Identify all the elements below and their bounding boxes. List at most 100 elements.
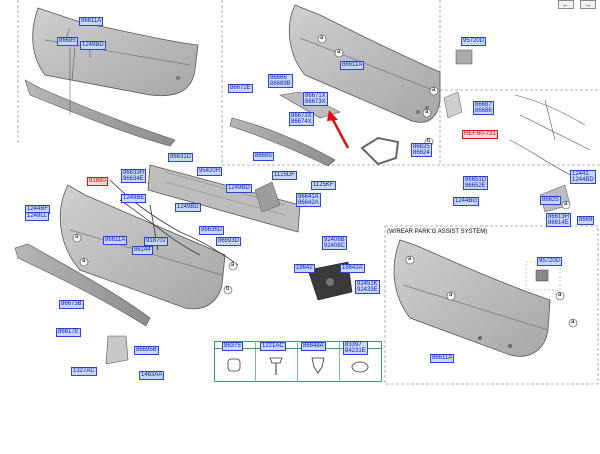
part-label[interactable]: 1244BG [453,197,480,206]
callout-letter: a [564,201,568,207]
clip-icon [311,357,325,374]
part-label[interactable]: 1125DF [272,171,297,180]
part-label[interactable]: 86636D [199,226,225,235]
part-label[interactable]: 1125KF [311,181,336,190]
skid-plate-top-right [229,117,336,167]
side-fender-sketch [509,94,591,181]
part-label-line: 83397 [345,342,362,348]
part-label-highlighted[interactable]: 91890 [87,177,108,186]
part-label[interactable]: 86144 [132,246,153,255]
part-label-line: 86673X [291,113,312,119]
legend-code[interactable]: 1221AC [260,342,286,351]
reference-label[interactable]: REF.60-731 [462,130,498,139]
part-label[interactable]: 95720D [461,37,487,46]
part-label[interactable]: 86672E [228,84,253,93]
part-label[interactable]: 1463AA [139,371,165,380]
trim-ring [360,136,400,166]
callout-letter: b [427,138,431,144]
part-label-line: 86613H [548,214,570,220]
part-label[interactable]: 86695B [134,346,159,355]
part-label[interactable]: 86611A [79,17,104,26]
part-label-line: 86666 [270,75,287,81]
part-label-line: 86633H [123,170,145,176]
part-label-line: 92451K [357,281,378,287]
legend-header-row [214,348,382,349]
part-label-line: 92433E [357,287,378,293]
bumper-lower-strip-top-left [24,79,176,147]
nav-next-button[interactable]: → [580,0,596,9]
fastener-legend [214,341,382,382]
callout-letter: a [449,292,453,298]
callout-letter: a [320,35,324,41]
bumper-cover-top-right [288,4,441,123]
legend-code[interactable]: 86375 [222,342,243,351]
part-label[interactable]: 86685 [57,37,78,46]
part-label[interactable]: 1249BD [80,41,106,50]
part-label[interactable]: 86665 [253,152,274,161]
part-label[interactable]: 86593D [216,237,242,246]
subsystem-title: (W/REAR PARK'G ASSIST SYSTEM) [387,229,488,235]
part-label[interactable]: 86617E [56,328,81,337]
part-label[interactable]: 1249LL [25,212,50,221]
legend-cell [298,341,340,382]
callout-letter: a [432,87,436,93]
part-label-line: 86652E [465,183,486,189]
part-label-line: 86689B [270,81,291,87]
part-label[interactable]: 1249BD [175,203,201,212]
part-label[interactable]: 86625 [540,196,561,205]
bumper-cover-park-assist [393,239,551,357]
part-label-line: 86674X [291,119,312,125]
screw-icon [269,357,283,375]
legend-icons [227,357,369,375]
part-label-line: 86634E [123,176,144,182]
bumper-cover-top-left [32,7,199,97]
part-label[interactable]: 91870J [144,237,168,246]
part-label[interactable]: 86611A [103,236,128,245]
nav-prev-button[interactable]: ← [558,0,574,9]
part-label-line: 84231E [345,348,366,354]
part-label-line: 86673X [305,99,326,105]
part-label[interactable]: 95420H [197,167,223,176]
part-label-line: 86625 [413,144,430,150]
callout-letter: a [558,292,562,298]
part-label[interactable]: 86673B [59,300,84,309]
legend-code[interactable]: 86848A [301,342,326,351]
callout-letter: a [75,234,79,240]
part-label-line: 92408C [324,243,346,249]
grommet-icon [351,361,369,373]
part-label-line: 86614E [548,220,569,226]
part-label[interactable]: 1249BE [121,194,147,203]
callout-letter: a [337,49,341,55]
callout-letter: b [226,286,230,292]
legend-cell [256,341,298,382]
part-label[interactable]: 95720D [537,257,563,266]
part-label[interactable]: 18642 [294,264,315,273]
part-label-line: 86671X [305,93,326,99]
part-label[interactable]: 1327AC [71,367,97,376]
bumper-beam [147,164,301,233]
part-label[interactable]: 8669 [577,216,595,225]
part-label-line: 86651D [465,177,487,183]
part-label[interactable]: 86611A [430,354,455,363]
skid-plate-bottom-left [14,243,151,327]
part-label[interactable]: 86611A [340,61,365,70]
part-label[interactable]: 86631D [168,153,194,162]
part-label[interactable]: 1249BD [226,184,252,193]
callout-letter: a [82,258,86,264]
part-label-line: 86687 [475,102,492,108]
part-label[interactable]: 18642A [340,264,365,273]
